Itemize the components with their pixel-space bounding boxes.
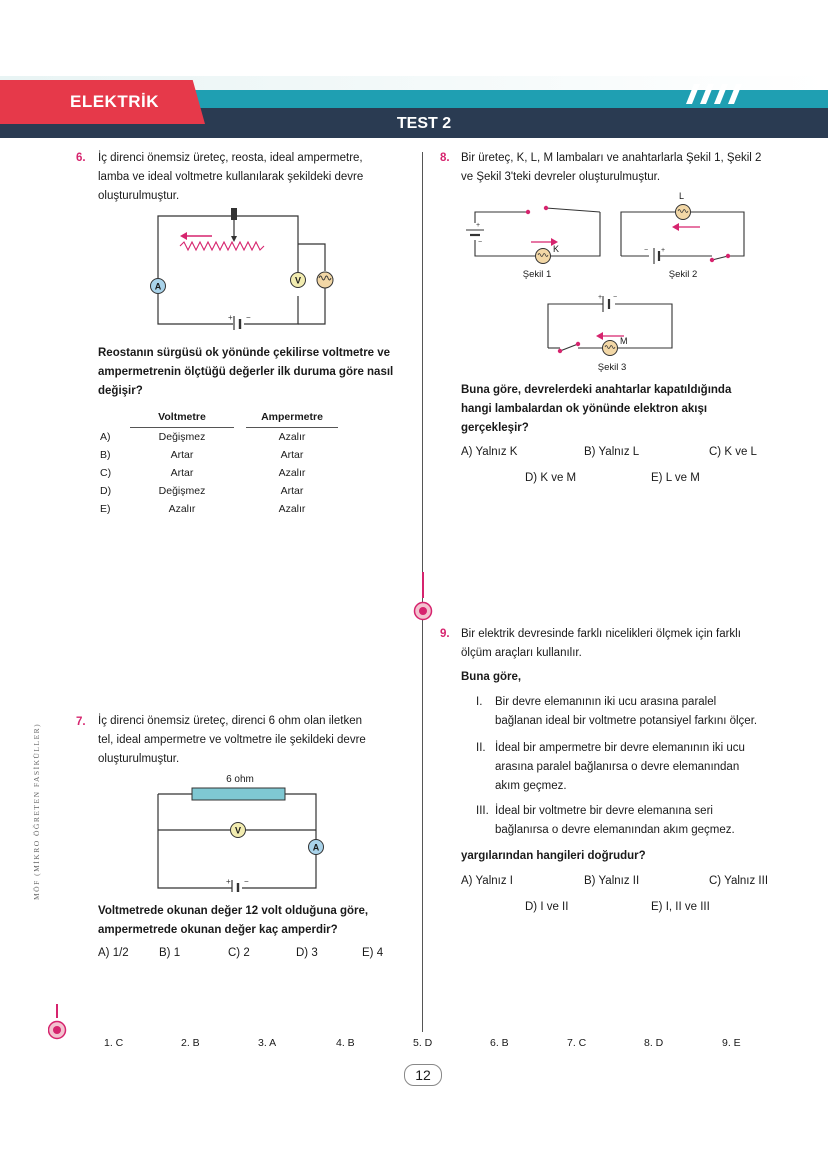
header-stripes xyxy=(686,84,742,104)
q9-statement-1-num: I. xyxy=(476,696,483,708)
test-title: TEST 2 xyxy=(396,115,452,132)
q8-lamp-k-label: K xyxy=(553,244,559,254)
svg-text:+: + xyxy=(476,222,480,229)
q9-statement-1: Bir devre elemanının iki ucu arasına par… xyxy=(495,696,758,727)
svg-text:+: + xyxy=(228,313,233,322)
svg-text:−: − xyxy=(613,294,617,301)
q7-option-a[interactable]: A) 1/2 xyxy=(98,947,129,959)
answer-8: 8. D xyxy=(644,1037,664,1049)
q9-question: yargılarından hangileri doğrudur? xyxy=(461,850,646,862)
q7-option-c[interactable]: C) 2 xyxy=(228,947,250,959)
q6-text: İç direnci önemsiz üreteç, reosta, ideal… xyxy=(98,152,364,202)
publisher-logo-icon xyxy=(48,1004,67,1040)
q9-option-a[interactable]: A) Yalnız I xyxy=(461,875,513,887)
q7-option-b[interactable]: B) 1 xyxy=(159,947,181,959)
q9-statement-2: İdeal bir ampermetre bir devre elemanını… xyxy=(495,742,745,792)
q9-option-b[interactable]: B) Yalnız II xyxy=(584,875,640,887)
q9-statement-3: İdeal bir voltmetre bir devre elemanına … xyxy=(495,805,735,836)
q8-option-c[interactable]: C) K ve L xyxy=(709,446,757,458)
subject-label: ELEKTRİK xyxy=(0,80,205,124)
q6-question: Reostanın sürgüsü ok yönünde çekilirse v… xyxy=(98,347,394,397)
page-number: 12 xyxy=(404,1064,442,1086)
header-accent-bar xyxy=(160,90,828,108)
q8-number: 8. xyxy=(440,152,450,164)
answer-7: 7. C xyxy=(567,1037,587,1049)
q8-figure-1-label: Şekil 1 xyxy=(523,269,552,280)
answer-2: 2. B xyxy=(181,1037,200,1049)
q6-number: 6. xyxy=(76,152,86,164)
q9-option-d[interactable]: D) I ve II xyxy=(525,901,569,913)
side-publisher-text: MÖF (MİKRO ÖĞRETEN FASİKÜLLER) xyxy=(32,722,41,900)
q8-figure-2-label: Şekil 2 xyxy=(669,269,698,280)
q9-option-e[interactable]: E) I, II ve III xyxy=(651,901,710,913)
q8-text: Bir üreteç, K, L, M lambaları ve anahtar… xyxy=(461,152,762,183)
q9-text: Bir elektrik devresinde farklı nicelikle… xyxy=(461,628,741,659)
answer-9: 9. E xyxy=(722,1037,741,1049)
q9-option-c[interactable]: C) Yalnız III xyxy=(709,875,769,887)
q8-option-b[interactable]: B) Yalnız L xyxy=(584,446,640,458)
q8-question: Buna göre, devrelerdeki anahtarlar kapat… xyxy=(461,384,732,434)
q8-option-e[interactable]: E) L ve M xyxy=(651,472,700,484)
svg-text:+: + xyxy=(598,294,602,301)
answer-3: 3. A xyxy=(258,1037,277,1049)
q7-voltmeter-label: V xyxy=(235,826,241,836)
svg-text:−: − xyxy=(244,877,249,886)
svg-text:−: − xyxy=(478,239,482,246)
svg-text:−: − xyxy=(246,313,251,322)
answer-1: 1. C xyxy=(104,1037,124,1049)
q6-ammeter-label: A xyxy=(155,282,162,292)
q8-lamp-l-label: L xyxy=(679,191,684,201)
q7-question: Voltmetrede okunan değer 12 volt olduğun… xyxy=(98,905,369,936)
q8-figure-3-label: Şekil 3 xyxy=(598,362,627,373)
q8-option-a[interactable]: A) Yalnız K xyxy=(461,446,518,458)
svg-text:+: + xyxy=(661,247,665,254)
q6-voltmeter-label: V xyxy=(295,276,301,286)
q9-lead: Buna göre, xyxy=(461,671,522,683)
q8-lamp-m-label: M xyxy=(620,336,628,346)
svg-text:+: + xyxy=(226,877,231,886)
q8-circuit-figures: + − − + + − K L M Şekil 1 Şekil 2 Şekil … xyxy=(466,191,745,373)
q8-option-d[interactable]: D) K ve M xyxy=(525,472,577,484)
q9-statement-2-num: II. xyxy=(476,742,486,754)
q7-circuit-diagram: 6 ohm + − V A xyxy=(157,774,324,892)
q7-number: 7. xyxy=(76,716,86,728)
q7-option-e[interactable]: E) 4 xyxy=(362,947,384,959)
q6-circuit-diagram: + − A V xyxy=(150,208,334,330)
publisher-logo-icon xyxy=(413,572,433,621)
answer-6: 6. B xyxy=(490,1037,509,1049)
answer-4: 4. B xyxy=(336,1037,355,1049)
q9-number: 9. xyxy=(440,628,450,640)
q9-statement-3-num: III. xyxy=(476,805,489,817)
q7-ammeter-label: A xyxy=(313,843,320,853)
svg-text:−: − xyxy=(644,247,648,254)
q7-resistor-label: 6 ohm xyxy=(226,774,254,785)
q7-option-d[interactable]: D) 3 xyxy=(296,947,318,959)
q7-text: İç direnci önemsiz üreteç, direnci 6 ohm… xyxy=(98,715,366,765)
answer-5: 5. D xyxy=(413,1037,433,1049)
